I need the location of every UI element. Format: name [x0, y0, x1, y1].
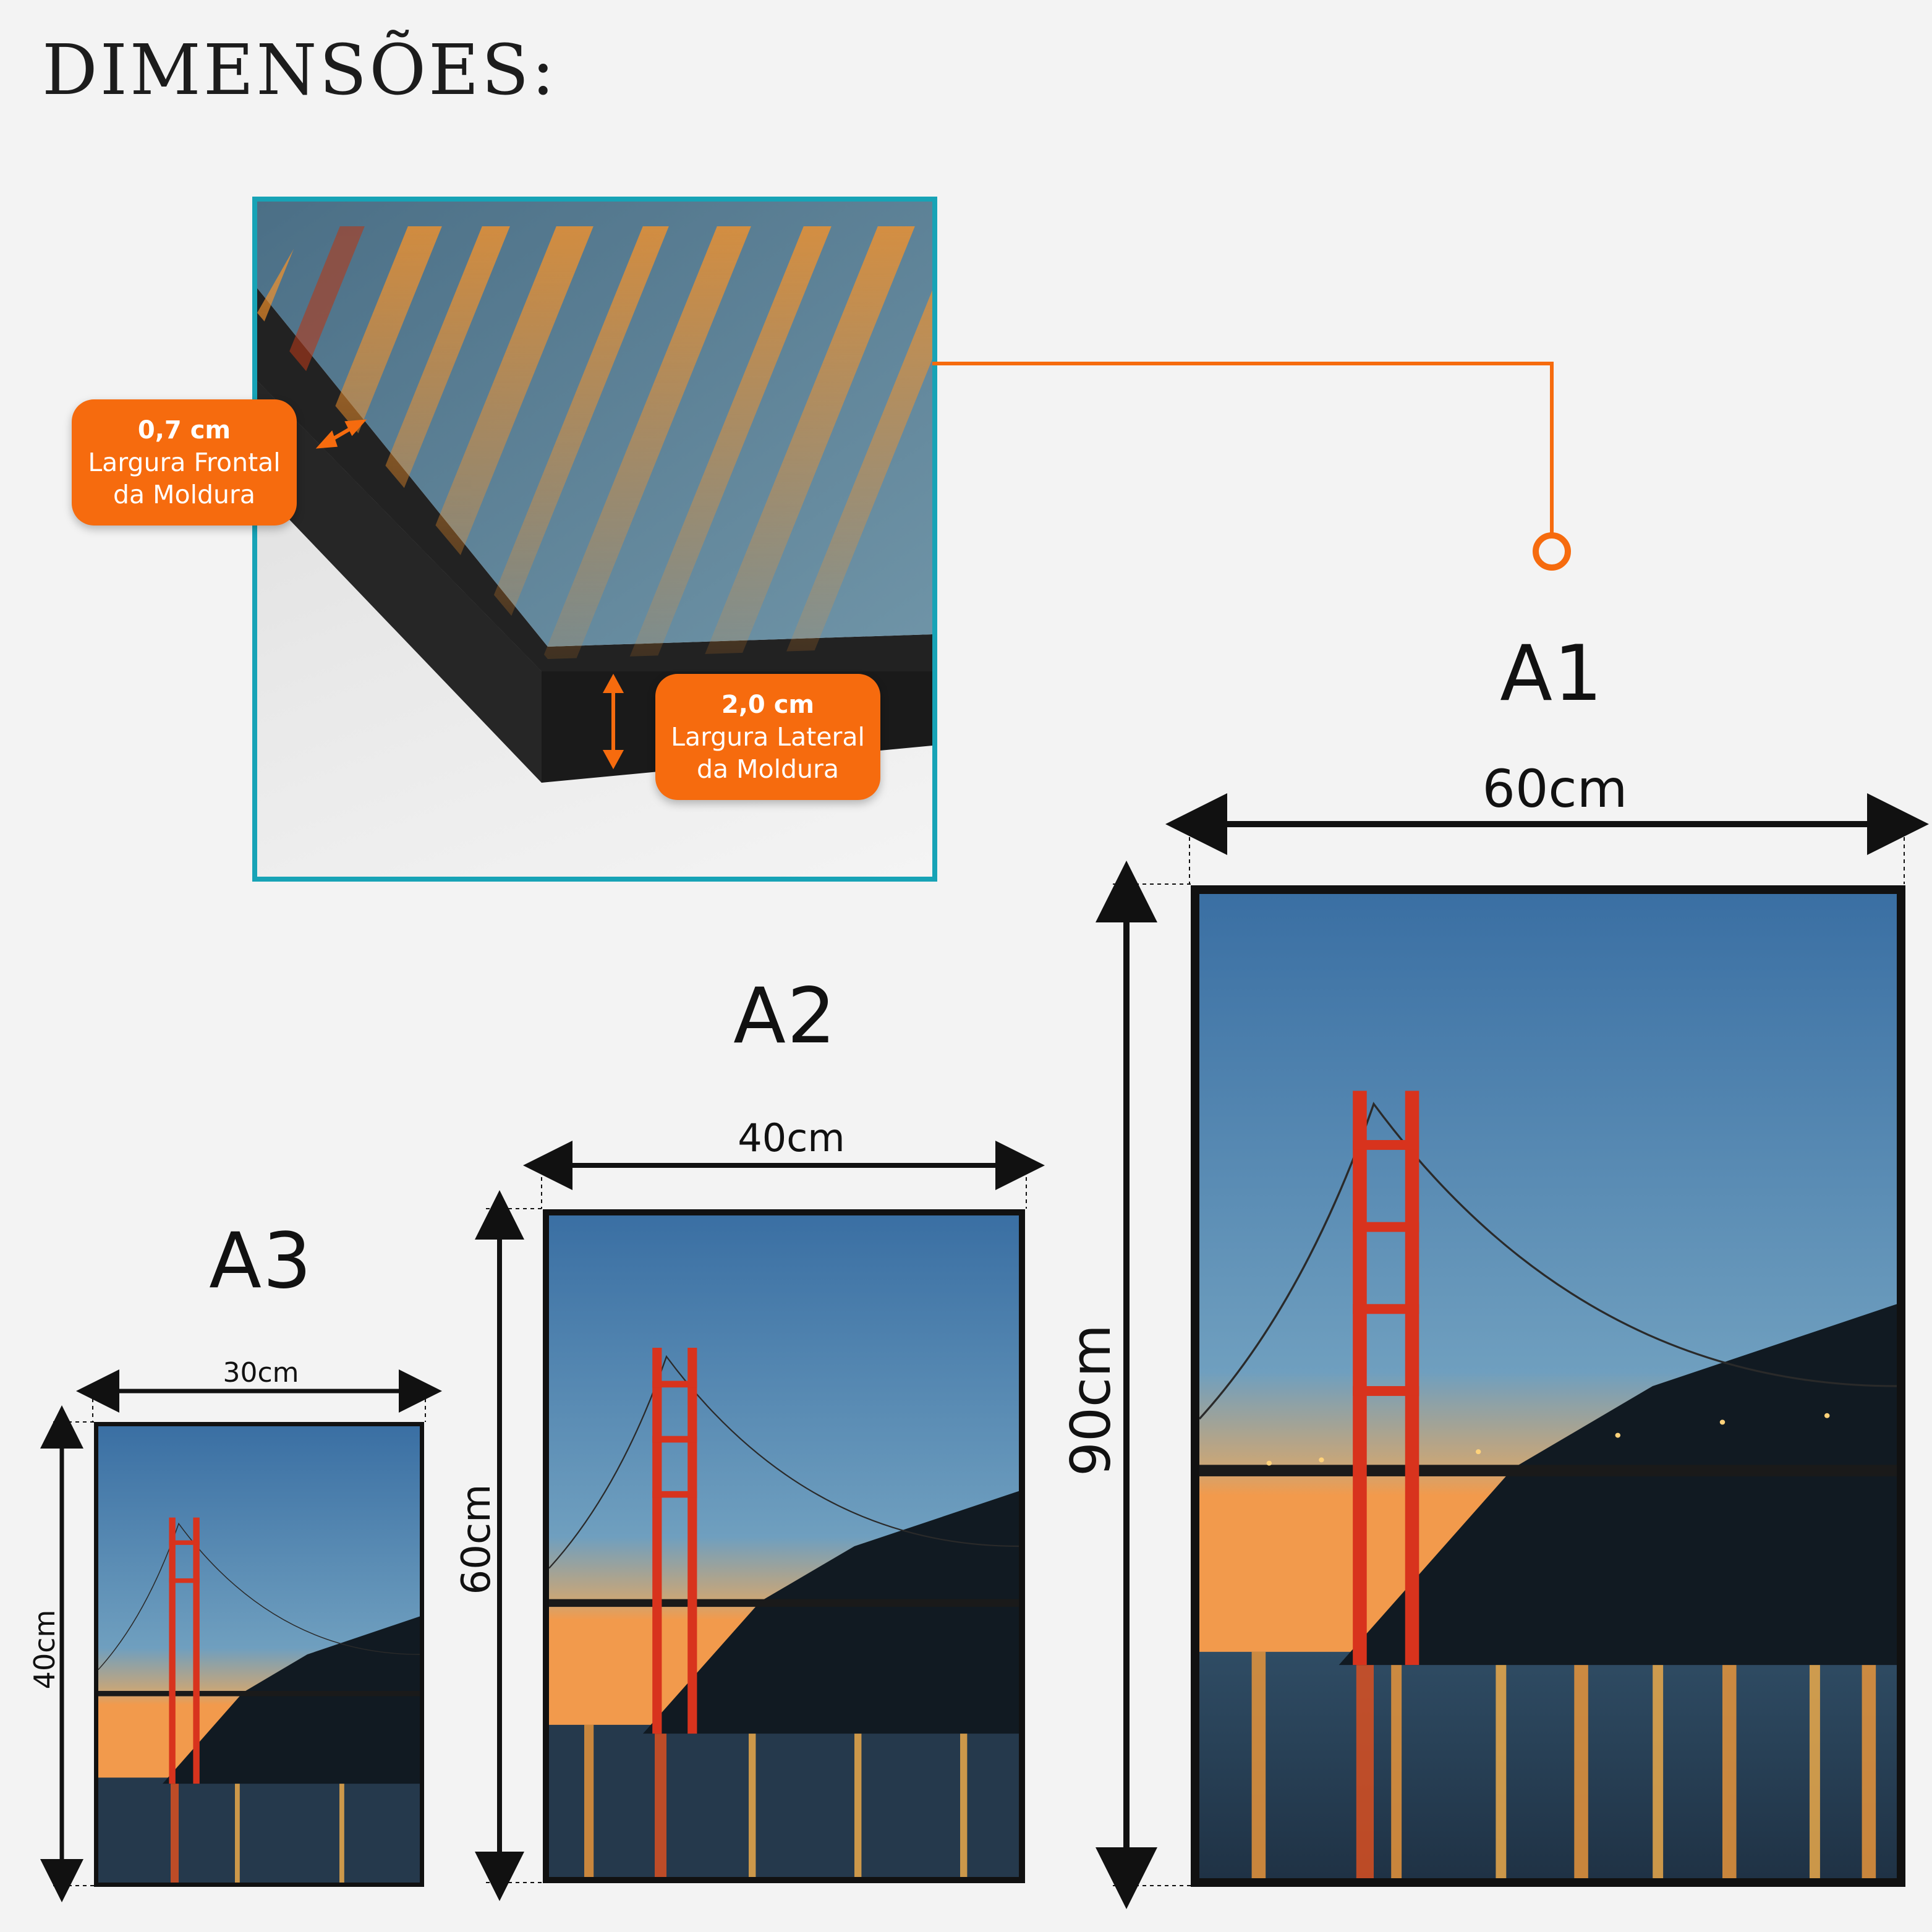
golden-gate-photo-a1	[1199, 894, 1897, 1878]
poster-a1	[1191, 885, 1905, 1887]
front-width-value: 0,7 cm	[137, 416, 231, 445]
side-width-badge: 2,0 cm Largura Lateral da Moldura	[655, 674, 880, 800]
front-width-label-line2: da Moldura	[113, 480, 256, 509]
size-a2-name: A2	[733, 972, 837, 1061]
size-a1-name: A1	[1500, 629, 1604, 718]
side-width-value: 2,0 cm	[721, 691, 815, 719]
a3-height-label: 40cm	[28, 1610, 61, 1690]
a3-width-label: 30cm	[223, 1357, 299, 1389]
poster-a3	[94, 1422, 424, 1887]
a1-width-label: 60cm	[1483, 759, 1628, 819]
size-a3-name: A3	[209, 1217, 313, 1306]
front-width-badge: 0,7 cm Largura Frontal da Moldura	[72, 399, 297, 526]
side-width-arrow	[602, 673, 624, 770]
page-title: DIMENSÕES:	[42, 30, 558, 111]
front-width-label-line1: Largura Frontal	[88, 448, 281, 477]
a2-width-label: 40cm	[738, 1115, 845, 1160]
connector-endpoint-icon	[1533, 532, 1571, 571]
a1-height-label: 90cm	[1059, 1324, 1123, 1476]
side-width-label-line2: da Moldura	[696, 754, 840, 784]
golden-gate-photo-a3	[98, 1426, 420, 1883]
a2-height-label: 60cm	[454, 1484, 500, 1595]
poster-a2	[543, 1209, 1025, 1883]
front-width-arrow	[315, 419, 367, 449]
golden-gate-photo-a2	[549, 1215, 1019, 1877]
side-width-label-line1: Largura Lateral	[671, 722, 865, 752]
